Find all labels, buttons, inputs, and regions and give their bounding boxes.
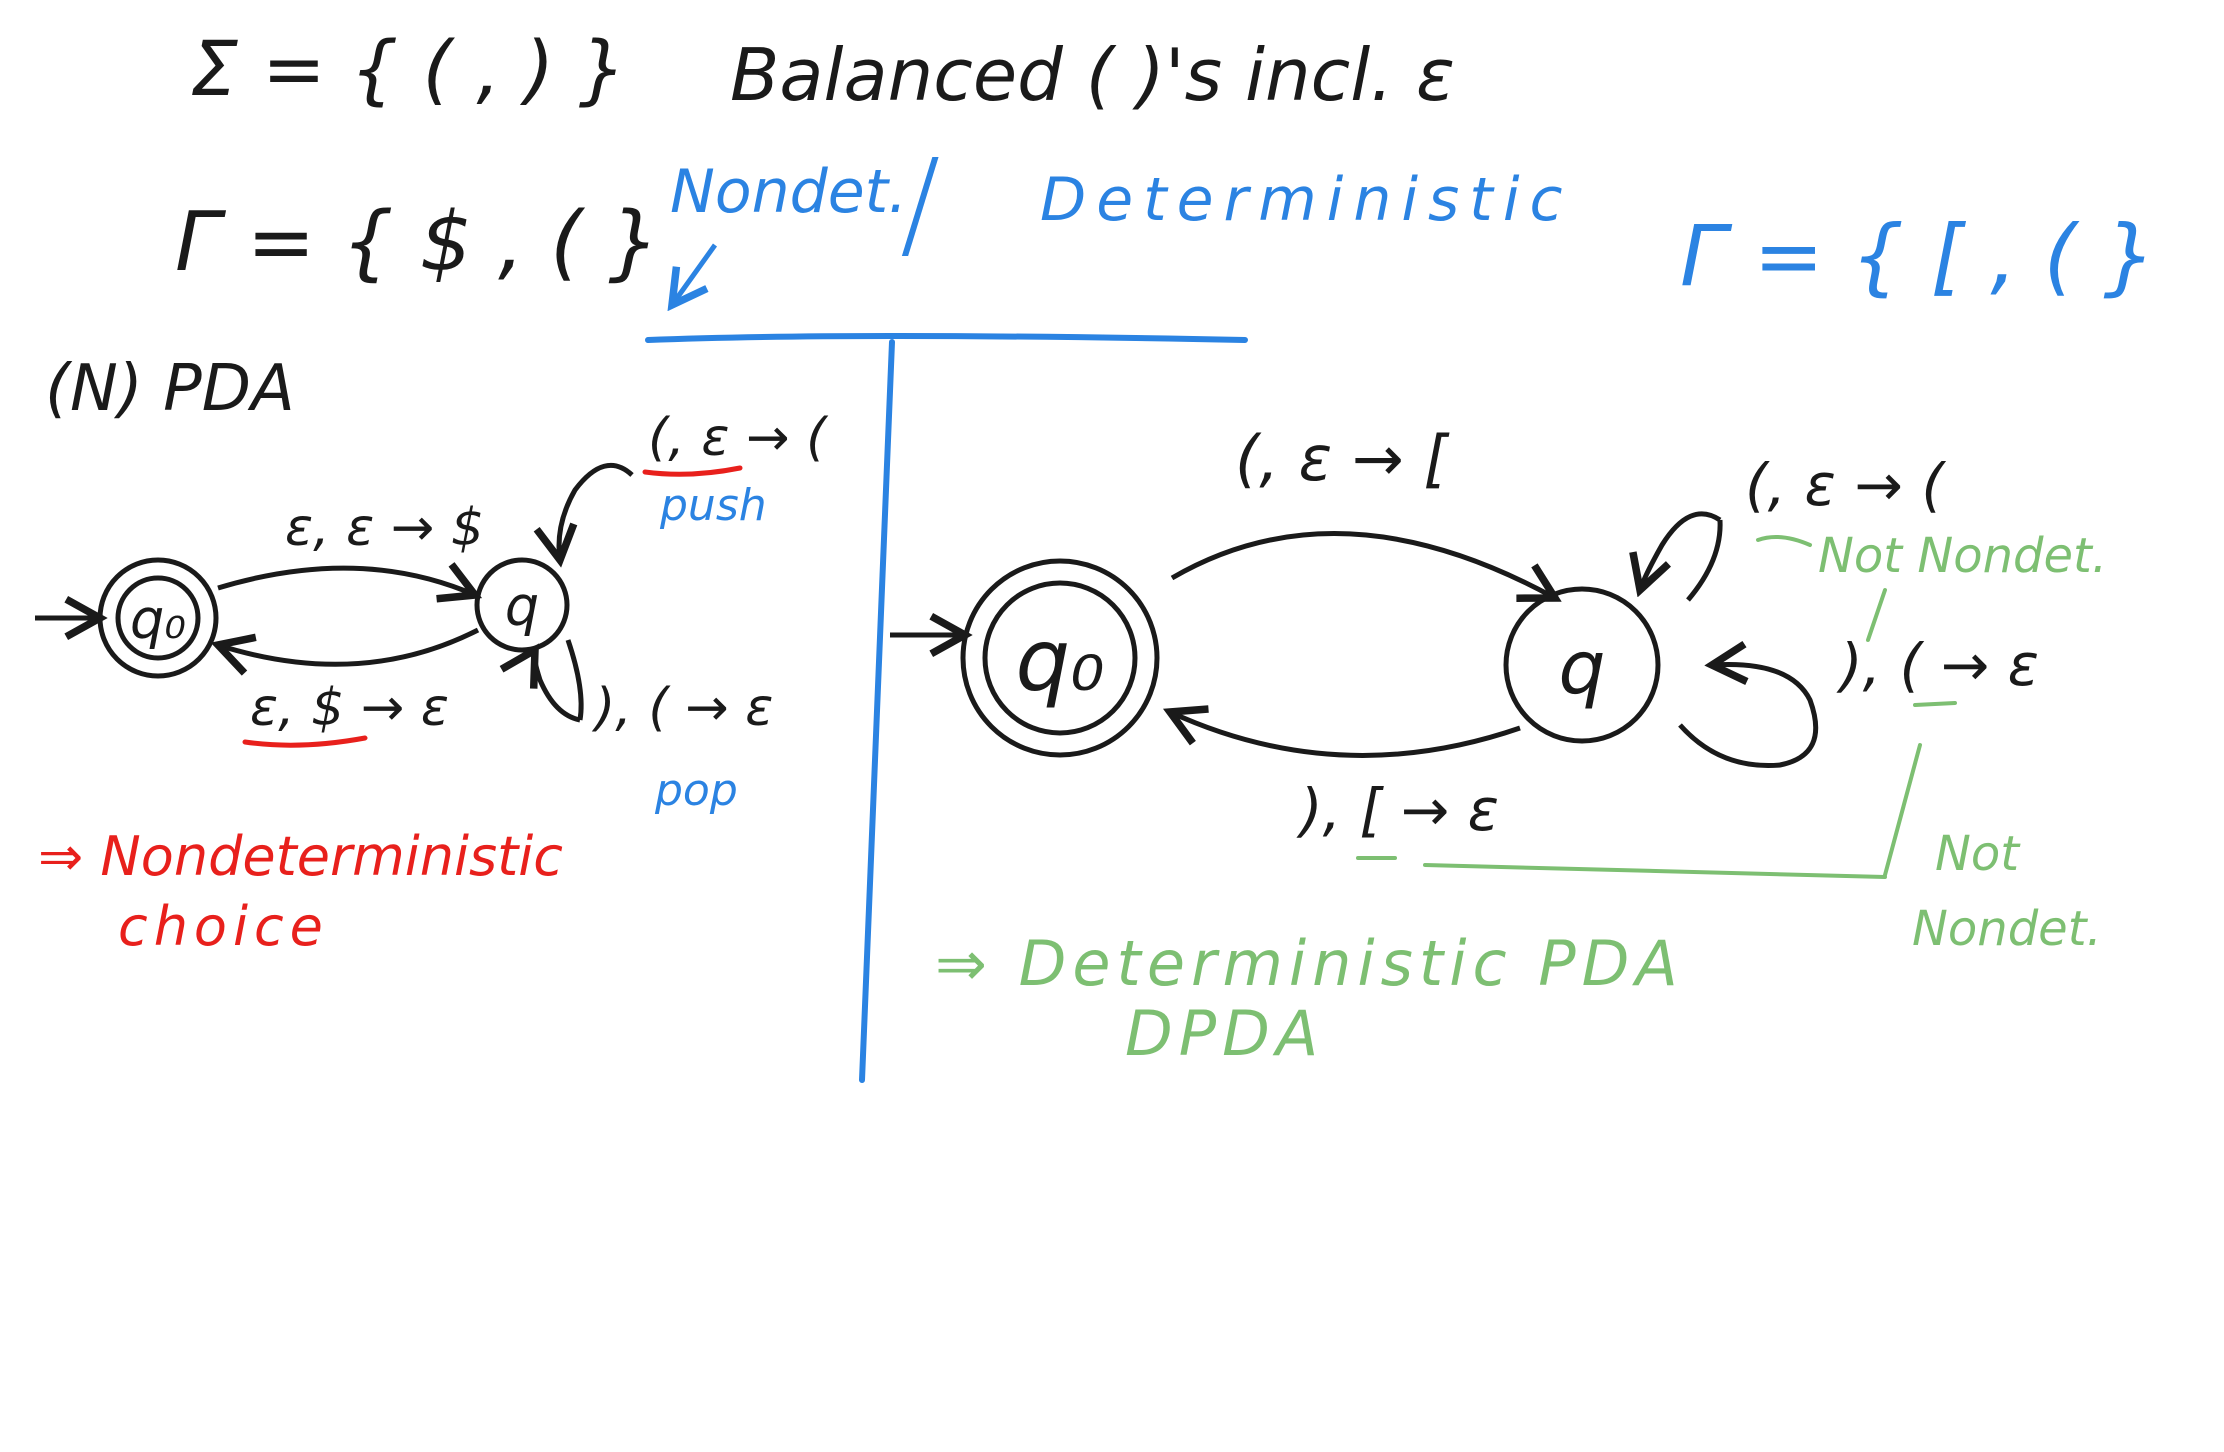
nondet-pointer-arrow xyxy=(672,243,718,305)
right-loop-push-tail xyxy=(1686,519,1723,602)
divider-horizontal xyxy=(645,333,1248,343)
left-conclusion-line1: ⇒ Nondeterministic xyxy=(38,825,563,888)
split-slash: / xyxy=(900,135,940,274)
left-label-push: (, ε → ( xyxy=(648,408,829,468)
left-title: (N) PDA xyxy=(45,352,295,426)
right-conclusion-line1: ⇒ Deterministic PDA xyxy=(935,927,1684,1000)
right-not-nondet-bottom-a: Not xyxy=(1935,826,2021,882)
left-state-q0[interactable]: q₀ xyxy=(97,557,219,679)
right-not-nondet-top: Not Nondet. xyxy=(1818,528,2107,584)
left-loop-push xyxy=(559,463,634,560)
green-tick-top xyxy=(1866,588,1887,642)
nondet-heading: Nondet. xyxy=(670,157,907,227)
gamma-deterministic: Γ = { [ , ( } xyxy=(1680,207,2157,305)
left-final-underline xyxy=(242,735,368,748)
right-label-open: (, ε → [ xyxy=(1235,422,1450,495)
left-label-pop: ), ( → ε xyxy=(591,678,773,738)
left-edge-final xyxy=(218,627,480,664)
right-loop-push xyxy=(1640,511,1722,590)
left-loop-pop-tail xyxy=(565,639,584,721)
green-underline-pop xyxy=(1913,701,1957,707)
left-loop-pop xyxy=(534,650,581,723)
green-link-top xyxy=(1756,534,1812,547)
green-link-right xyxy=(1883,743,1922,877)
left-state-q[interactable]: q xyxy=(474,557,570,653)
sigma-definition: Σ = { ( , ) } xyxy=(190,24,627,113)
left-conclusion-line2: choice xyxy=(118,895,329,958)
deterministic-heading: Deterministic xyxy=(1040,165,1572,235)
left-edge-init xyxy=(217,568,475,595)
right-label-pop: ), ( → ε xyxy=(1836,631,2039,699)
left-push-note: push xyxy=(659,480,767,531)
left-push-underline xyxy=(642,465,743,477)
divider-vertical xyxy=(859,339,895,1083)
right-label-push: (, ε → ( xyxy=(1745,451,1946,519)
right-edge-back xyxy=(1170,712,1521,758)
gamma-definition: Γ = { $ , ( } xyxy=(175,195,660,290)
right-state-q0[interactable]: q₀ xyxy=(960,558,1160,758)
left-label-init: ε, ε → $ xyxy=(285,498,484,558)
left-label-final: ε, $ → ε xyxy=(250,678,449,738)
language-description: Balanced ( )'s incl. ε xyxy=(730,33,1455,117)
right-not-nondet-bottom-b: Nondet. xyxy=(1912,901,2102,957)
right-state-q[interactable]: q xyxy=(1503,586,1661,744)
right-q0-label: q₀ xyxy=(1015,611,1104,711)
green-link-bottom xyxy=(1423,863,1887,879)
left-pop-note: pop xyxy=(654,765,738,816)
right-edge-open xyxy=(1170,531,1555,598)
right-loop-pop xyxy=(1678,664,1819,768)
left-q0-label: q₀ xyxy=(130,588,186,651)
right-label-back: ), [ → ε xyxy=(1296,776,1499,844)
left-q-label: q xyxy=(505,575,539,638)
right-conclusion-line2: DPDA xyxy=(1125,997,1324,1070)
right-q-label: q xyxy=(1559,625,1606,711)
